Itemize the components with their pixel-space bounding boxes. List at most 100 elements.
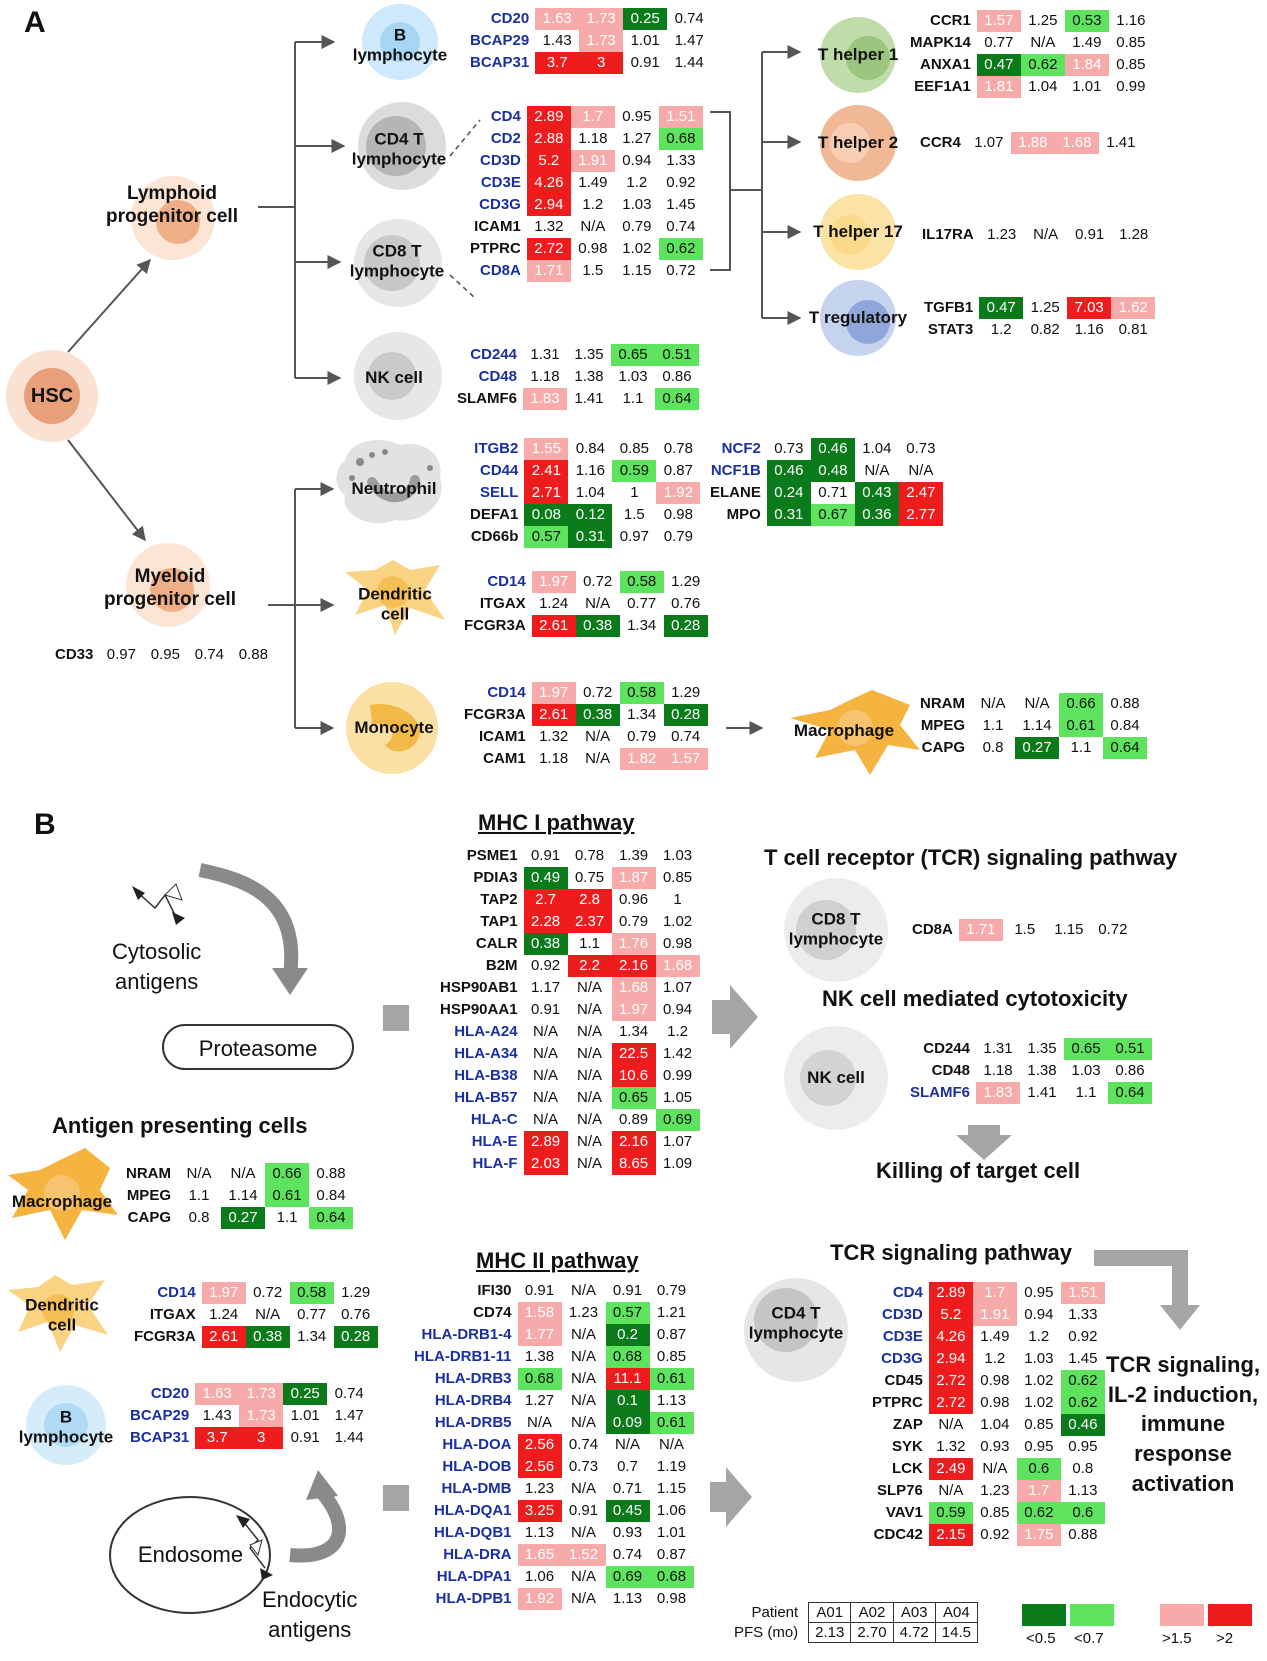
gene-name: NCF2 <box>721 440 761 457</box>
proteasome-box <box>162 1024 354 1070</box>
expression-value: 1.33 <box>666 152 696 169</box>
expression-value: 0.79 <box>618 913 649 930</box>
expression-value: 0.8 <box>982 739 1004 756</box>
panel-a-arrows <box>67 35 802 735</box>
expression-value: 0.87 <box>656 1546 687 1563</box>
b-blymph-label: B lymphocyte <box>18 1407 114 1447</box>
expression-value: 0.59 <box>928 1502 973 1524</box>
expression-value: 1.03 <box>1024 1350 1054 1367</box>
expression-value: 1.1 <box>622 390 644 407</box>
expression-value: 0.81 <box>1118 321 1148 338</box>
expression-value: 0.61 <box>649 1412 694 1434</box>
gene-name: MAPK14 <box>910 34 971 51</box>
expression-value: N/A <box>577 1155 603 1172</box>
expression-value: 1.02 <box>622 240 652 257</box>
gene-name: CD2 <box>490 130 521 147</box>
expression-value: 0.84 <box>575 440 605 457</box>
th1-label: T helper 1 <box>817 44 899 64</box>
expression-value: 1.68 <box>1054 132 1099 154</box>
gene-name: BCAP31 <box>470 54 530 71</box>
expression-value: 1.44 <box>334 1429 364 1446</box>
expression-value: 0.82 <box>1030 321 1060 338</box>
tcr-outcome-arrow <box>1094 1250 1200 1330</box>
expression-value: N/A <box>577 1045 603 1062</box>
expression-value: 0.45 <box>605 1500 650 1522</box>
expression-value: 1.04 <box>1028 78 1058 95</box>
expression-value: 1.49 <box>980 1328 1010 1345</box>
expression-value: 0.27 <box>221 1207 265 1229</box>
expression-value: 0.57 <box>524 526 569 548</box>
expression-value: 1.13 <box>656 1392 687 1409</box>
expression-value: 1.13 <box>1068 1482 1098 1499</box>
expression-value: 1.44 <box>674 54 704 71</box>
expression-value: 1.34 <box>627 706 657 723</box>
expression-value: 1.73 <box>579 8 624 30</box>
expression-value: N/A <box>527 1414 553 1431</box>
expression-value: 0.74 <box>612 1546 643 1563</box>
expression-value: 0.95 <box>150 646 180 663</box>
expression-value: 0.91 <box>612 1282 643 1299</box>
expression-value: 1.83 <box>976 1082 1020 1104</box>
expression-value: N/A <box>615 1436 641 1453</box>
expression-value: 0.38 <box>245 1326 290 1348</box>
endocytic-label: Endocytic antigens <box>262 1587 358 1642</box>
expression-value: N/A <box>938 1416 964 1433</box>
legend-swatch-light-green <box>1070 1604 1114 1626</box>
gene-name: CD48 <box>478 368 517 385</box>
gene-name: CD8A <box>912 921 953 938</box>
expression-value: 1.33 <box>1068 1306 1098 1323</box>
expression-value: 0.53 <box>1064 10 1109 32</box>
expression-value: 1 <box>630 484 639 501</box>
gene-name: CD14 <box>487 573 526 590</box>
gene-name: CDC42 <box>873 1526 923 1543</box>
expression-value: 1.09 <box>662 1155 693 1172</box>
expression-value: 1.25 <box>1030 299 1060 316</box>
th17-label: T helper 17 <box>813 221 903 241</box>
apc-title: Antigen presenting cells <box>52 1113 308 1138</box>
gene-name: ZAP <box>892 1416 923 1433</box>
expression-value: 1.29 <box>671 684 701 701</box>
expression-value: 1.17 <box>530 979 561 996</box>
expression-value: 2.71 <box>524 482 569 504</box>
expression-value: 0.62 <box>658 238 703 260</box>
expression-value: N/A <box>1024 695 1050 712</box>
expression-value: 0.62 <box>1060 1392 1105 1414</box>
expression-value: 0.88 <box>238 646 268 663</box>
expression-value: 0.85 <box>1116 56 1146 73</box>
gene-name: ITGB2 <box>474 440 519 457</box>
gene-name: HLA-A34 <box>454 1045 518 1062</box>
expression-value: 0.57 <box>605 1302 650 1324</box>
expression-value: 1.38 <box>574 368 604 385</box>
expression-value: 0.94 <box>622 152 652 169</box>
b-macrophage-graphic <box>8 1148 118 1240</box>
expression-value: 2.89 <box>523 1131 568 1153</box>
expression-value: 1.15 <box>1054 921 1084 938</box>
expression-value: 1.2 <box>667 1023 688 1040</box>
expression-value: 0.61 <box>1059 715 1103 737</box>
expression-value: 1.38 <box>1027 1062 1057 1079</box>
expression-value: 0.51 <box>1108 1038 1152 1060</box>
expression-value: 1.38 <box>524 1348 555 1365</box>
expression-value: 2.88 <box>526 128 571 150</box>
